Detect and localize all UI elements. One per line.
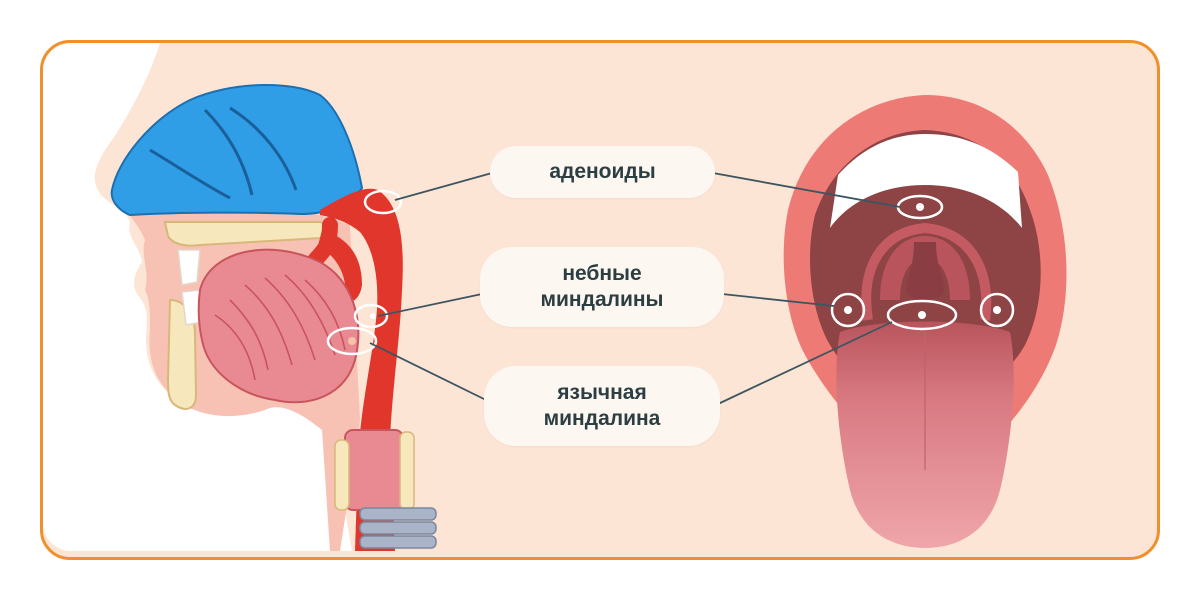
palatine-label-line1: небные [562, 262, 642, 285]
lingual-marker-side [326, 326, 378, 356]
uvula [905, 242, 945, 300]
palatine-marker-right [979, 292, 1015, 328]
upper-teeth-front [830, 134, 1022, 228]
sagittal-head-view [43, 43, 437, 551]
soft-palate [318, 230, 362, 302]
palatine-line-left [377, 293, 483, 317]
lingual-label-line1: язычная [557, 381, 647, 404]
lingual-line-right [717, 321, 893, 405]
larynx [344, 429, 404, 511]
lingual-label-line2: миндалина [543, 407, 661, 430]
palatine-line-right [721, 293, 835, 307]
palatine-marker-left [830, 292, 866, 328]
trachea-rings [359, 507, 437, 549]
palatine-tonsils-label: небные миндалины [480, 247, 724, 327]
tongue-side [197, 248, 360, 404]
face-profile [43, 43, 352, 551]
nasal-cavity [110, 84, 364, 217]
adenoids-line-right [712, 172, 901, 208]
palatine-marker-side [353, 303, 389, 329]
adenoids-marker-side [363, 189, 403, 215]
adenoids-line-left [394, 172, 493, 201]
upper-teeth [177, 249, 201, 286]
palatal-arch [861, 222, 992, 321]
lingual-line-left [369, 342, 487, 401]
lingual-marker-front [886, 299, 958, 331]
palatine-label-line2: миндалины [540, 288, 664, 311]
lingual-tonsil-label: язычная миндалина [484, 366, 720, 446]
soft-palate-front [880, 236, 970, 300]
adenoids-label-text: аденоиды [549, 160, 656, 183]
pointer-lines [369, 172, 901, 405]
adenoids-label: аденоиды [490, 146, 715, 198]
open-mouth-view [783, 95, 1067, 548]
